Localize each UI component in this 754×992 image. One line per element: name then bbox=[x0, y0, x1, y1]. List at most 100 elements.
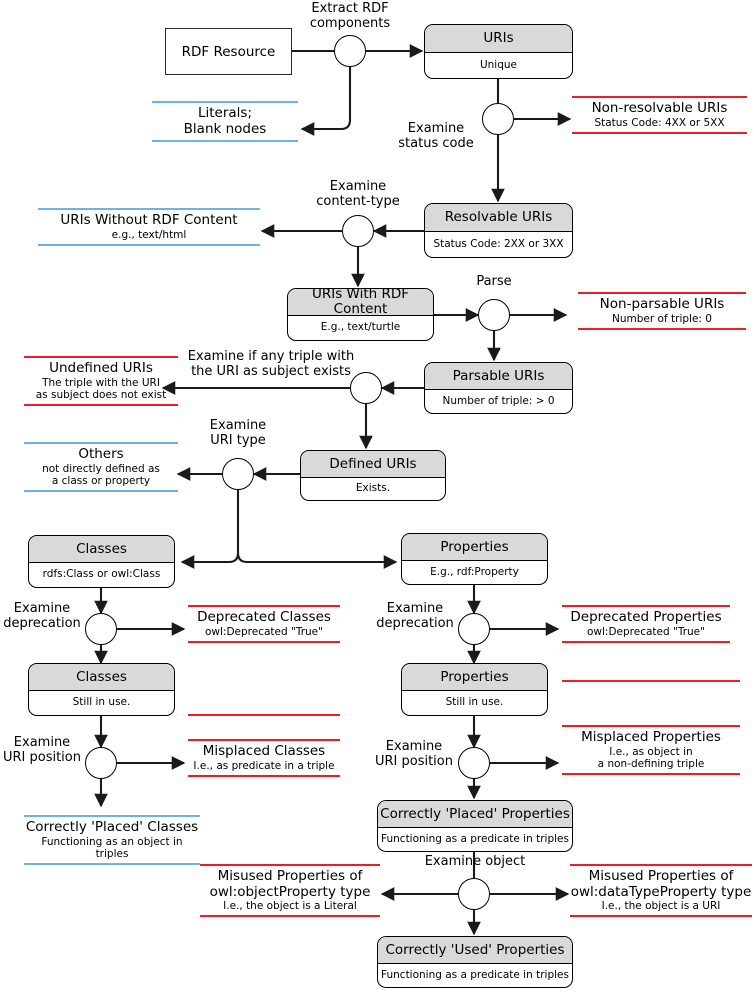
outcome-rule-bottom bbox=[562, 640, 730, 643]
outcome-rule-bottom bbox=[188, 774, 340, 777]
outcome-rule-top bbox=[562, 605, 730, 607]
rdf-resource-label: RDF Resource bbox=[181, 43, 276, 60]
edge-label-examine-uri-type: Examine URI type bbox=[209, 418, 267, 448]
junction-examine-uri-position-classes[interactable] bbox=[85, 747, 117, 779]
node-defined-uris: Defined URIs Exists. bbox=[300, 450, 446, 501]
outcome-literals-blank-nodes: Literals; Blank nodes bbox=[152, 101, 298, 143]
node-defined-uris-body: Exists. bbox=[355, 482, 391, 495]
node-properties-in-use-header: Properties bbox=[402, 664, 547, 691]
node-classes-body: rdfs:Class or owl:Class bbox=[42, 568, 161, 581]
edge-label-examine-triple-subject: Examine if any triple with the URI as su… bbox=[187, 349, 355, 379]
node-properties-in-use: Properties Still in use. bbox=[401, 663, 548, 716]
edge-label-examine-deprecation-classes: Examine deprecation bbox=[3, 601, 81, 631]
outcome-rule-top bbox=[200, 864, 380, 866]
node-correctly-placed-properties-body: Functioning as a predicate in triples bbox=[381, 832, 569, 845]
node-resolvable-uris-body: Status Code: 2XX or 3XX bbox=[433, 237, 564, 250]
outcome-rule-top bbox=[152, 101, 298, 103]
node-uris-with-rdf-content: URIs With RDF Content E.g., text/turtle bbox=[287, 288, 434, 341]
node-defined-uris-header: Defined URIs bbox=[301, 451, 445, 478]
node-correctly-used-properties-header: Correctly 'Used' Properties bbox=[378, 937, 572, 964]
node-parsable-uris: Parsable URIs Number of triple: > 0 bbox=[424, 362, 573, 414]
outcome-rule-top bbox=[562, 680, 740, 682]
node-properties-header: Properties bbox=[402, 534, 547, 561]
edge-label-extract-rdf-components: Extract RDF components bbox=[309, 1, 391, 31]
outcome-rule-bottom bbox=[200, 915, 380, 918]
outcome-rule-bottom bbox=[570, 915, 752, 918]
edge-label-examine-deprecation-properties: Examine deprecation bbox=[376, 601, 454, 631]
node-correctly-used-properties-body: Functioning as a predicate in triples bbox=[381, 968, 569, 981]
outcome-rule-top bbox=[188, 714, 340, 716]
junction-examine-status-code[interactable] bbox=[482, 103, 514, 135]
rdf-resource-box: RDF Resource bbox=[165, 28, 292, 75]
outcome-rule-top bbox=[24, 442, 178, 444]
edge-label-examine-uri-position-classes: Examine URI position bbox=[2, 735, 81, 765]
outcome-misplaced-properties-top-rule-holder bbox=[562, 680, 740, 682]
node-classes: Classes rdfs:Class or owl:Class bbox=[28, 535, 175, 588]
node-uris-with-rdf-content-body: E.g., text/turtle bbox=[320, 321, 401, 334]
node-classes-in-use: Classes Still in use. bbox=[28, 663, 175, 716]
outcome-rule-bottom bbox=[572, 131, 747, 134]
outcome-rule-bottom bbox=[578, 327, 746, 330]
outcome-misplaced-properties: Misplaced Properties I.e., as object in … bbox=[562, 725, 740, 776]
node-classes-in-use-body: Still in use. bbox=[72, 696, 131, 709]
outcome-rule-top bbox=[572, 96, 747, 98]
node-correctly-used-properties: Correctly 'Used' Properties Functioning … bbox=[377, 936, 573, 988]
outcome-non-parsable-uris: Non-parsable URIs Number of triple: 0 bbox=[578, 292, 746, 330]
node-parsable-uris-header: Parsable URIs bbox=[425, 363, 572, 390]
node-resolvable-uris: Resolvable URIs Status Code: 2XX or 3XX bbox=[424, 203, 573, 258]
node-uris-body: Unique bbox=[479, 58, 518, 71]
edge-uritype-to-classes bbox=[180, 552, 240, 569]
node-properties: Properties E.g., rdf:Property bbox=[401, 533, 548, 585]
outcome-undefined-uris: Undefined URIs The triple with the URI a… bbox=[24, 356, 178, 407]
node-uris-header: URIs bbox=[425, 25, 572, 53]
junction-examine-uri-position-properties[interactable] bbox=[458, 747, 490, 779]
node-uris-with-rdf-content-header: URIs With RDF Content bbox=[288, 289, 433, 316]
outcome-deprecated-properties: Deprecated Properties owl:Deprecated "Tr… bbox=[562, 605, 730, 643]
outcome-rule-bottom bbox=[24, 490, 178, 493]
node-correctly-placed-properties: Correctly 'Placed' Properties Functionin… bbox=[377, 800, 573, 852]
outcome-non-resolvable-uris: Non-resolvable URIs Status Code: 4XX or … bbox=[572, 96, 747, 134]
edge-uritype-to-properties bbox=[236, 552, 398, 569]
junction-examine-deprecation-classes[interactable] bbox=[85, 613, 117, 645]
node-properties-in-use-body: Still in use. bbox=[445, 696, 504, 709]
outcome-rule-bottom bbox=[188, 640, 340, 643]
node-classes-header: Classes bbox=[29, 536, 174, 563]
outcome-others: Others not directly defined as a class o… bbox=[24, 442, 178, 493]
edge-extract-to-literals bbox=[300, 67, 352, 136]
outcome-rule-bottom bbox=[24, 863, 200, 866]
node-correctly-placed-properties-header: Correctly 'Placed' Properties bbox=[378, 801, 572, 828]
edge-label-examine-content-type: Examine content-type bbox=[316, 179, 400, 209]
junction-parse[interactable] bbox=[478, 299, 510, 331]
junction-examine-object[interactable] bbox=[458, 878, 490, 910]
junction-extract-rdf-components[interactable] bbox=[334, 35, 366, 67]
outcome-rule-top bbox=[24, 815, 200, 817]
outcome-rule-top bbox=[562, 725, 740, 727]
outcome-misused-object-properties: Misused Properties of owl:objectProperty… bbox=[200, 864, 380, 918]
junction-examine-deprecation-properties[interactable] bbox=[458, 613, 490, 645]
outcome-misused-datatype-properties: Misused Properties of owl:dataTypeProper… bbox=[570, 864, 752, 918]
outcome-correctly-placed-classes: Correctly 'Placed' Classes Functioning a… bbox=[24, 815, 200, 866]
node-properties-body: E.g., rdf:Property bbox=[430, 565, 519, 578]
edge-label-examine-object: Examine object bbox=[424, 854, 526, 869]
outcome-rule-top bbox=[188, 605, 340, 607]
outcome-rule-bottom bbox=[24, 404, 178, 407]
outcome-misplaced-classes-top-rule-holder bbox=[188, 714, 340, 716]
outcome-deprecated-classes: Deprecated Classes owl:Deprecated "True" bbox=[188, 605, 340, 643]
outcome-rule-top bbox=[188, 739, 340, 741]
junction-examine-triple-subject[interactable] bbox=[350, 372, 382, 404]
junction-examine-content-type[interactable] bbox=[342, 215, 374, 247]
outcome-uris-without-rdf-content: URIs Without RDF Content e.g., text/html bbox=[38, 208, 260, 246]
outcome-rule-bottom bbox=[562, 773, 740, 776]
edge-label-parse: Parse bbox=[476, 274, 512, 289]
outcome-rule-bottom bbox=[38, 243, 260, 246]
outcome-rule-top bbox=[24, 356, 178, 358]
node-uris: URIs Unique bbox=[424, 24, 573, 79]
node-resolvable-uris-header: Resolvable URIs bbox=[425, 204, 572, 232]
outcome-rule-top bbox=[570, 864, 752, 866]
outcome-rule-bottom bbox=[152, 140, 298, 143]
edge-label-examine-status-code: Examine status code bbox=[398, 121, 474, 151]
edge-label-examine-uri-position-properties: Examine URI position bbox=[374, 739, 453, 769]
junction-examine-uri-type[interactable] bbox=[222, 458, 254, 490]
outcome-rule-top bbox=[38, 208, 260, 210]
